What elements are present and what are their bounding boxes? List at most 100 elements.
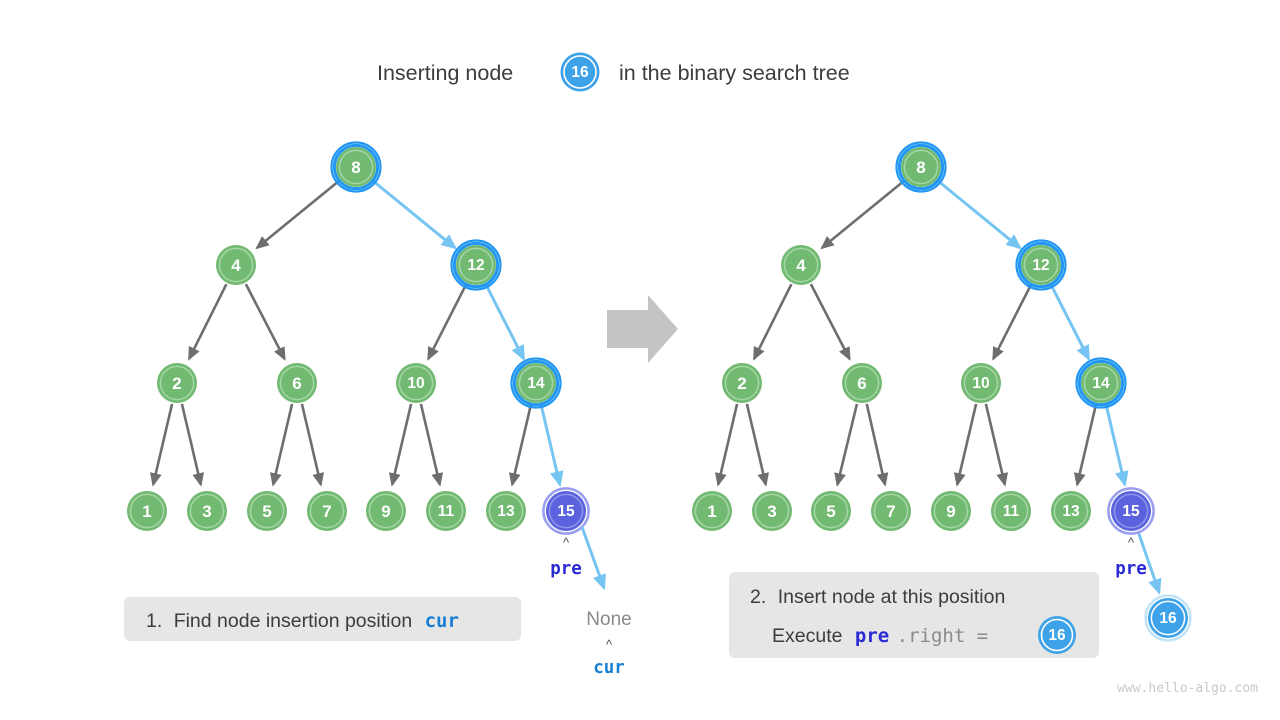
cur-caret-icon: ^	[606, 637, 613, 652]
tree-node-5[interactable]: 5	[811, 491, 851, 531]
node-value-label: 1	[142, 502, 151, 521]
tree-node-2[interactable]: 2	[722, 363, 762, 403]
left-caption-box: 1. Find node insertion position cur	[124, 597, 521, 641]
tree-node-2[interactable]: 2	[157, 363, 197, 403]
node-value-label: 1	[707, 502, 716, 521]
tree-node-14[interactable]: 14	[1075, 357, 1127, 409]
edge-L2-to-L3	[180, 403, 205, 487]
left-caption-highlight: cur	[425, 610, 459, 632]
tree-node-16[interactable]: 16	[1144, 594, 1192, 642]
left-cur-label: cur	[593, 658, 625, 678]
pre-caret-icon: ^	[1128, 535, 1135, 550]
edge-L4-to-L2	[187, 283, 228, 361]
node-value-label: 5	[262, 502, 271, 521]
edge-L10-to-L9	[388, 403, 413, 487]
tree-node-9[interactable]: 9	[931, 491, 971, 531]
tree-node-7[interactable]: 7	[871, 491, 911, 531]
title-node-value: 16	[571, 64, 589, 81]
node-value-label: 6	[857, 374, 866, 393]
node-value-label: 2	[172, 374, 181, 393]
tree-node-8[interactable]: 8	[895, 141, 947, 193]
tree-node-9[interactable]: 9	[366, 491, 406, 531]
left-pre-label: pre	[550, 559, 582, 579]
edge-R8-to-R4	[820, 179, 906, 250]
right-caption-line2: Execute pre .right =	[772, 625, 988, 647]
edge-L10-to-L11	[419, 403, 444, 487]
tree-node-14[interactable]: 14	[510, 357, 562, 409]
edge-15-to-none	[580, 526, 606, 591]
tree-node-8[interactable]: 8	[330, 141, 382, 193]
tree-node-6[interactable]: 6	[842, 363, 882, 403]
left-pre-pointer: ^ pre	[550, 535, 582, 579]
edge-R10-to-R11	[984, 403, 1009, 487]
edge-R6-to-R7	[865, 403, 889, 487]
tree-edges	[149, 179, 1162, 595]
right-caption-attr: .right =	[897, 625, 989, 647]
right-caption-node-value: 16	[1048, 627, 1066, 644]
right-caption-node-16: 16	[1038, 616, 1076, 654]
edge-R6-to-R5	[834, 403, 859, 487]
title-row: Inserting node 16 in the binary search t…	[377, 52, 850, 92]
tree-node-11[interactable]: 11	[426, 491, 466, 531]
edge-L12-to-L14	[484, 283, 526, 362]
watermark: www.hello-algo.com	[1117, 681, 1258, 696]
right-caption-execute: Execute	[772, 625, 842, 647]
right-caption-line1: 2. Insert node at this position	[750, 586, 1005, 608]
edge-L6-to-L7	[300, 403, 325, 487]
tree-node-13[interactable]: 13	[1051, 491, 1091, 531]
node-value-label: 10	[407, 375, 424, 392]
right-pre-label: pre	[1115, 559, 1147, 579]
tree-node-12[interactable]: 12	[450, 239, 502, 291]
tree-node-4[interactable]: 4	[216, 245, 256, 285]
tree-node-10[interactable]: 10	[961, 363, 1001, 403]
title-prefix: Inserting node	[377, 61, 513, 85]
tree-node-1[interactable]: 1	[127, 491, 167, 531]
node-value-label: 5	[826, 502, 835, 521]
right-caption-box: 2. Insert node at this position Execute …	[729, 572, 1099, 658]
tree-node-3[interactable]: 3	[752, 491, 792, 531]
edge-L6-to-L5	[269, 403, 294, 487]
node-value-label: 4	[231, 256, 241, 275]
tree-node-11[interactable]: 11	[991, 491, 1031, 531]
edge-L14-to-L13	[508, 403, 533, 487]
left-cur-pointer: None ^ cur	[586, 609, 631, 678]
tree-node-13[interactable]: 13	[486, 491, 526, 531]
edge-L12-to-L10	[427, 283, 468, 361]
node-value-label: 9	[946, 502, 955, 521]
edge-R4-to-R6	[809, 283, 851, 361]
tree-node-3[interactable]: 3	[187, 491, 227, 531]
right-pre-pointer: ^ pre	[1115, 535, 1147, 579]
edge-R14-to-R15	[1104, 403, 1129, 487]
edge-L8-to-L12	[371, 179, 457, 250]
tree-node-6[interactable]: 6	[277, 363, 317, 403]
node-value-label: 3	[202, 502, 211, 521]
tree-node-1[interactable]: 1	[692, 491, 732, 531]
node-value-label: 14	[1092, 375, 1110, 392]
tree-node-7[interactable]: 7	[307, 491, 347, 531]
node-value-label: 3	[767, 502, 776, 521]
edge-R4-to-R2	[752, 283, 793, 361]
edge-R10-to-R9	[953, 403, 978, 487]
tree-node-15[interactable]: 15	[542, 487, 590, 535]
edge-R8-to-R12	[936, 179, 1022, 250]
node-value-label: 11	[1003, 503, 1020, 520]
tree-node-4[interactable]: 4	[781, 245, 821, 285]
node-value-label: 11	[438, 503, 455, 520]
tree-node-12[interactable]: 12	[1015, 239, 1067, 291]
node-value-label: 7	[886, 502, 895, 521]
edge-R12-to-R10	[992, 283, 1033, 361]
node-value-label: 7	[322, 502, 331, 521]
edge-R14-to-R13	[1073, 403, 1098, 487]
node-value-label: 6	[292, 374, 301, 393]
right-caption-number: 2.	[750, 586, 766, 608]
edge-R2-to-R3	[745, 403, 770, 487]
tree-node-5[interactable]: 5	[247, 491, 287, 531]
tree-node-10[interactable]: 10	[396, 363, 436, 403]
node-value-label: 14	[527, 375, 545, 392]
pre-caret-icon: ^	[563, 535, 570, 550]
node-value-label: 8	[351, 158, 360, 177]
tree-node-15[interactable]: 15	[1107, 487, 1155, 535]
left-caption-number: 1.	[146, 610, 162, 632]
